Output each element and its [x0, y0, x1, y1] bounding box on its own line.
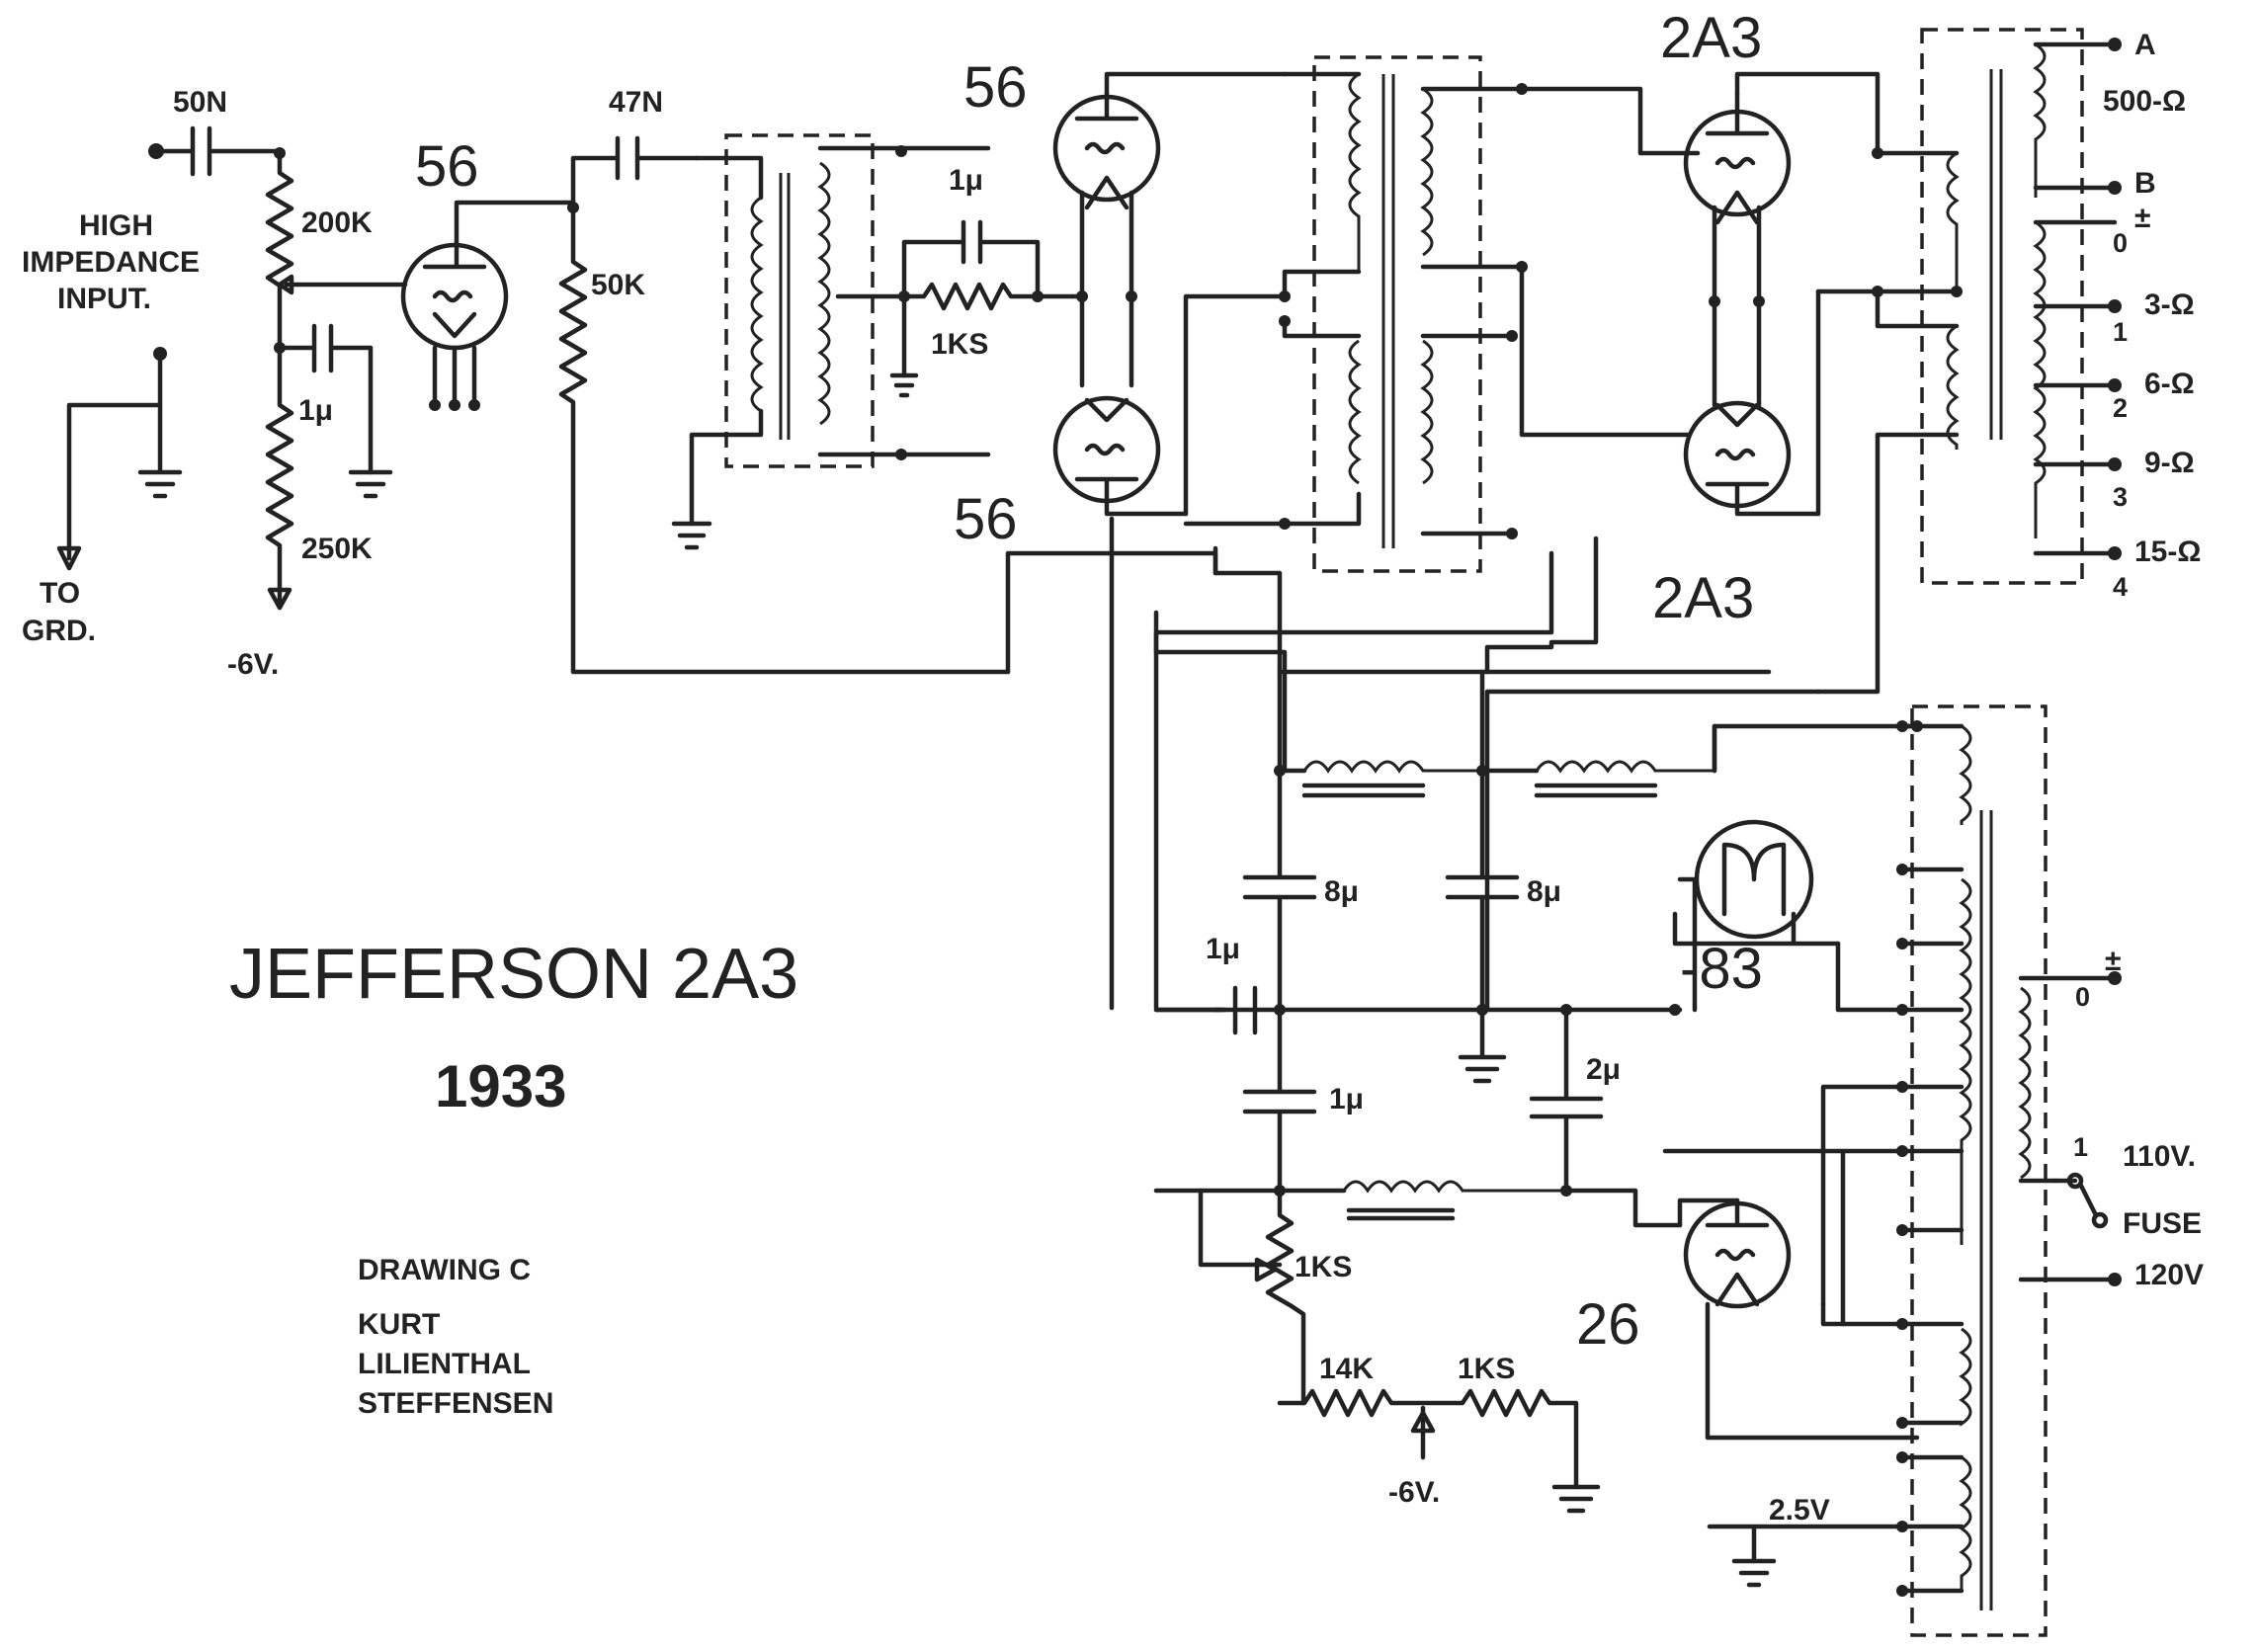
label-tap-a: A: [2134, 29, 2156, 61]
label-fil-v: 2.5V: [1769, 1494, 1830, 1527]
label-tap-n3: 3: [2113, 482, 2128, 512]
label-tap-15: 15-Ω: [2134, 536, 2201, 568]
label-tube-v5: 2A3: [1652, 566, 1754, 630]
label-bias1: -6V.: [227, 648, 279, 681]
labels: 50N 47N 56 HIGH IMPEDANCE INPUT. 200K 1μ…: [22, 6, 2204, 1527]
label-tap-n2: 2: [2113, 393, 2128, 423]
label-r-bias: 250K: [301, 533, 373, 565]
power-supply-filter: [1153, 669, 1923, 1514]
resistor-250k: [265, 345, 294, 611]
label-c-1u-b: 1μ: [1329, 1083, 1364, 1115]
label-bias2: -6V.: [1388, 1476, 1440, 1509]
resistor-50k: [558, 202, 1011, 675]
label-mains-120: 120V: [2134, 1259, 2204, 1291]
label-input-2: IMPEDANCE: [22, 246, 200, 279]
credit-drawing: DRAWING C: [358, 1254, 531, 1286]
label-tap-b: B: [2134, 167, 2156, 200]
cathode-rc-1: [889, 219, 1075, 398]
label-c-couple: 47N: [609, 86, 663, 119]
label-tube-v1: 56: [415, 134, 479, 199]
label-c-cath: 1μ: [298, 394, 333, 427]
tube-rectifier-83: [1672, 723, 1841, 1013]
label-tap-9: 9-Ω: [2144, 447, 2195, 479]
label-tube-26: 26: [1576, 1292, 1640, 1357]
label-mains-one: 1: [2073, 1132, 2088, 1162]
label-tap-6: 6-Ω: [2144, 368, 2195, 400]
label-tube-v3: 56: [954, 487, 1018, 551]
tube-v2-56: [1052, 71, 1288, 388]
label-pot: 200K: [301, 206, 373, 239]
tube-v3-56: [1052, 293, 1189, 517]
label-mains-zero: 0: [2075, 982, 2090, 1012]
label-r-plate: 50K: [591, 269, 645, 301]
diagram-year: 1933: [435, 1053, 566, 1119]
tube-v5-2a3: [1519, 264, 1821, 517]
power-transformer: [1662, 704, 2122, 1637]
label-r-1ks-b: 1KS: [1458, 1353, 1515, 1385]
bplus-lines: [1005, 516, 1821, 1011]
label-r-14k: 14K: [1319, 1353, 1374, 1385]
label-tap-pm: ±: [2134, 202, 2150, 234]
tube-v4-2a3: [1519, 71, 1960, 408]
label-tube-rect: -83: [1680, 937, 1763, 1001]
label-filt-c1: 8μ: [1324, 875, 1359, 908]
label-mains-fuse: FUSE: [2123, 1207, 2202, 1240]
label-c-1u-a: 1μ: [1206, 933, 1240, 965]
label-r-1ks-a: 1KS: [1295, 1251, 1352, 1283]
label-tap-n4: 4: [2113, 572, 2128, 602]
input-section: [56, 125, 408, 611]
output-transformer: [1815, 28, 2122, 695]
label-tap-3: 3-Ω: [2144, 289, 2195, 321]
diagram-title: JEFFERSON 2A3: [229, 935, 798, 1014]
label-c-cath2: 1μ: [949, 164, 983, 197]
label-tube-v4: 2A3: [1660, 6, 1762, 70]
label-tap-zero: 0: [2113, 228, 2128, 258]
interstage-transformer-2: [1183, 55, 1528, 573]
label-r-cath2: 1KS: [931, 328, 988, 361]
label-input-3: INPUT.: [57, 283, 151, 315]
label-tap-n1: 1: [2113, 317, 2128, 347]
tube-26: [1677, 1198, 1920, 1441]
interstage-transformer-1: [671, 133, 991, 550]
label-c-in: 50N: [173, 86, 227, 119]
label-tap-500: 500-Ω: [2103, 85, 2186, 118]
label-filt-c2: 8μ: [1527, 875, 1561, 908]
label-ground-2: GRD.: [22, 615, 96, 647]
label-tube-v2: 56: [963, 55, 1028, 120]
credit-line2: LILIENTHAL: [358, 1348, 531, 1380]
credit-line1: KURT: [358, 1308, 440, 1341]
label-ground-1: TO: [40, 577, 80, 610]
label-mains-110: 110V.: [2123, 1140, 2196, 1173]
pot-200k: [265, 150, 294, 351]
label-input-1: HIGH: [79, 209, 153, 242]
credit-line3: STEFFENSEN: [358, 1387, 553, 1420]
label-mains-pm: ±: [2105, 945, 2121, 977]
label-c-2u: 2μ: [1586, 1053, 1621, 1086]
